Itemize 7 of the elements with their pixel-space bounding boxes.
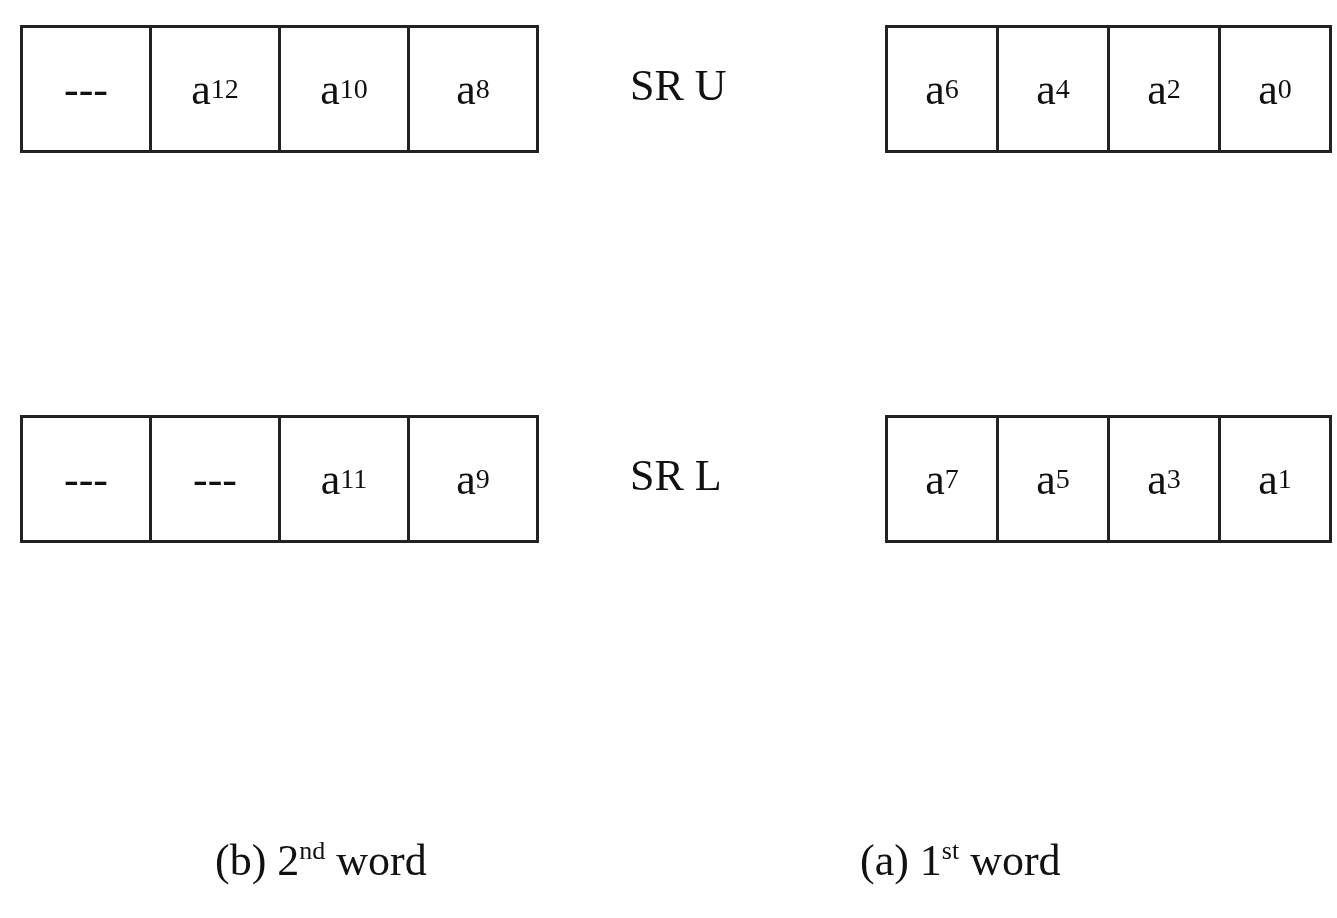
register-cell: ---	[20, 25, 152, 153]
caption: (a) 1$^{st}$ word	[860, 835, 1061, 886]
register-name: SR U	[630, 60, 727, 111]
register-cell: ---	[149, 415, 281, 543]
register-cell: ---	[20, 415, 152, 543]
register-name: SR L	[630, 450, 722, 501]
caption: (b) 2$^{nd}$ word	[215, 835, 427, 886]
